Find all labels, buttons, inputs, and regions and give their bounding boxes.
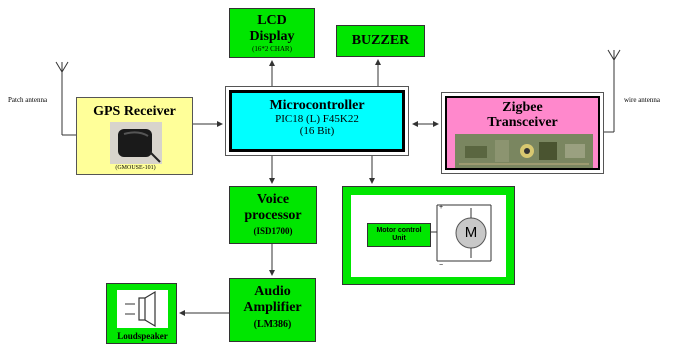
patch-antenna-icon xyxy=(56,62,76,135)
wire-antenna-icon xyxy=(604,50,620,132)
